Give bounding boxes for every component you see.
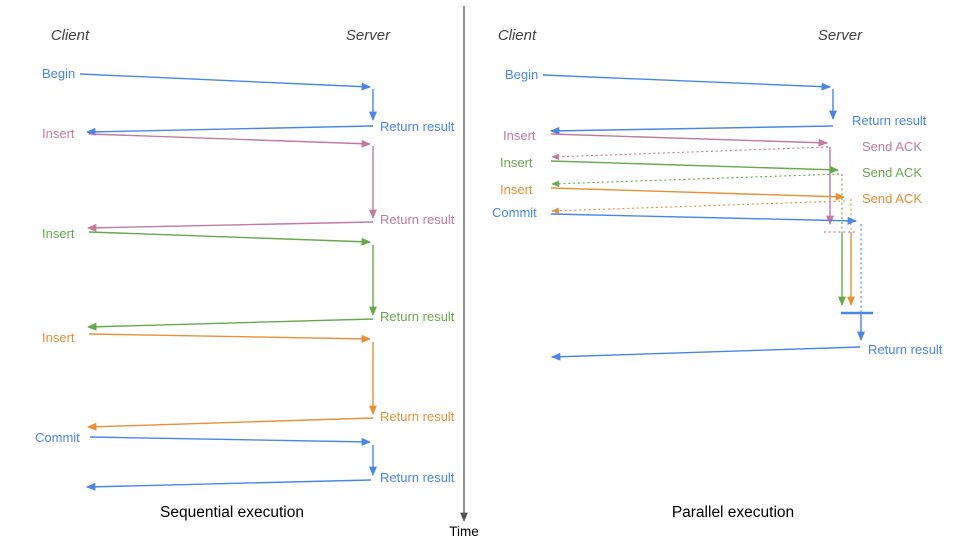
par-op-insert-2: Insert Send ACK (500, 155, 922, 307)
parallel-panel: Client Server Begin Return result Insert… (492, 27, 943, 521)
seq-commit-response-arrow (85, 479, 372, 491)
seq-insert1-response-label: Return result (380, 212, 455, 227)
par-client-header: Client (498, 27, 537, 44)
seq-insert1-response-arrow (86, 221, 374, 232)
sequential-panel: Client Server Begin Return result Insert… (35, 27, 455, 521)
par-commit-response-label: Return result (868, 342, 943, 357)
parallel-panel-title: Parallel execution (672, 504, 794, 521)
seq-op-insert-2: Insert Return result (42, 226, 455, 331)
par-begin-request-arrow (542, 74, 832, 91)
par-op-insert-3: Insert Send ACK (500, 182, 922, 307)
seq-insert1-label: Insert (42, 126, 75, 141)
par-insert3-label: Insert (500, 182, 533, 197)
seq-insert2-response-label: Return result (380, 309, 455, 324)
seq-begin-response-arrow (85, 125, 374, 136)
par-insert2-request-arrow (550, 160, 840, 174)
par-insert2-ack-label: Send ACK (862, 165, 922, 180)
par-insert1-ack-label: Send ACK (862, 139, 922, 154)
seq-begin-response-label: Return result (380, 119, 455, 134)
par-begin-label: Begin (505, 67, 538, 82)
par-insert3-request-arrow (550, 187, 846, 201)
par-insert3-ack-arrow (551, 200, 846, 215)
seq-begin-request-arrow (79, 73, 372, 91)
par-commit-label: Commit (492, 205, 537, 220)
seq-insert3-request-arrow (88, 333, 372, 343)
seq-op-insert-3: Insert Return result (42, 330, 455, 431)
par-server-header: Server (818, 27, 863, 44)
seq-op-commit: Commit Return result (35, 430, 455, 491)
seq-insert3-label: Insert (42, 330, 75, 345)
seq-commit-request-arrow (89, 436, 372, 446)
seq-commit-response-label: Return result (380, 470, 455, 485)
par-insert2-label: Insert (500, 155, 533, 170)
par-begin-response-label: Return result (852, 113, 927, 128)
seq-begin-label: Begin (42, 66, 75, 81)
time-axis-label: Time (449, 524, 479, 539)
par-commit-request-arrow (550, 213, 858, 225)
seq-commit-label: Commit (35, 430, 80, 445)
seq-insert1-request-arrow (88, 133, 372, 148)
seq-op-insert-1: Insert Return result (42, 126, 455, 232)
par-begin-response-arrow (549, 125, 834, 135)
par-op-insert-1: Insert Send ACK (503, 128, 922, 233)
par-commit-response-arrow (550, 346, 861, 361)
seq-insert2-request-arrow (88, 231, 372, 246)
seq-insert3-response-label: Return result (380, 409, 455, 424)
seq-op-begin: Begin Return result (42, 66, 455, 136)
par-insert1-label: Insert (503, 128, 536, 143)
seq-insert2-label: Insert (42, 226, 75, 241)
par-insert1-ack-arrow (551, 146, 829, 161)
par-insert2-ack-arrow (551, 173, 840, 188)
par-insert1-request-arrow (550, 133, 829, 147)
seq-client-header: Client (51, 27, 90, 44)
seq-insert3-response-arrow (86, 417, 374, 431)
sequential-panel-title: Sequential execution (160, 504, 304, 521)
par-insert3-ack-label: Send ACK (862, 191, 922, 206)
par-op-begin: Begin Return result (505, 67, 927, 135)
time-axis: Time (449, 6, 479, 539)
seq-server-header: Server (346, 27, 391, 44)
par-op-commit: Commit Return result (492, 205, 943, 361)
seq-insert2-response-arrow (86, 318, 374, 331)
